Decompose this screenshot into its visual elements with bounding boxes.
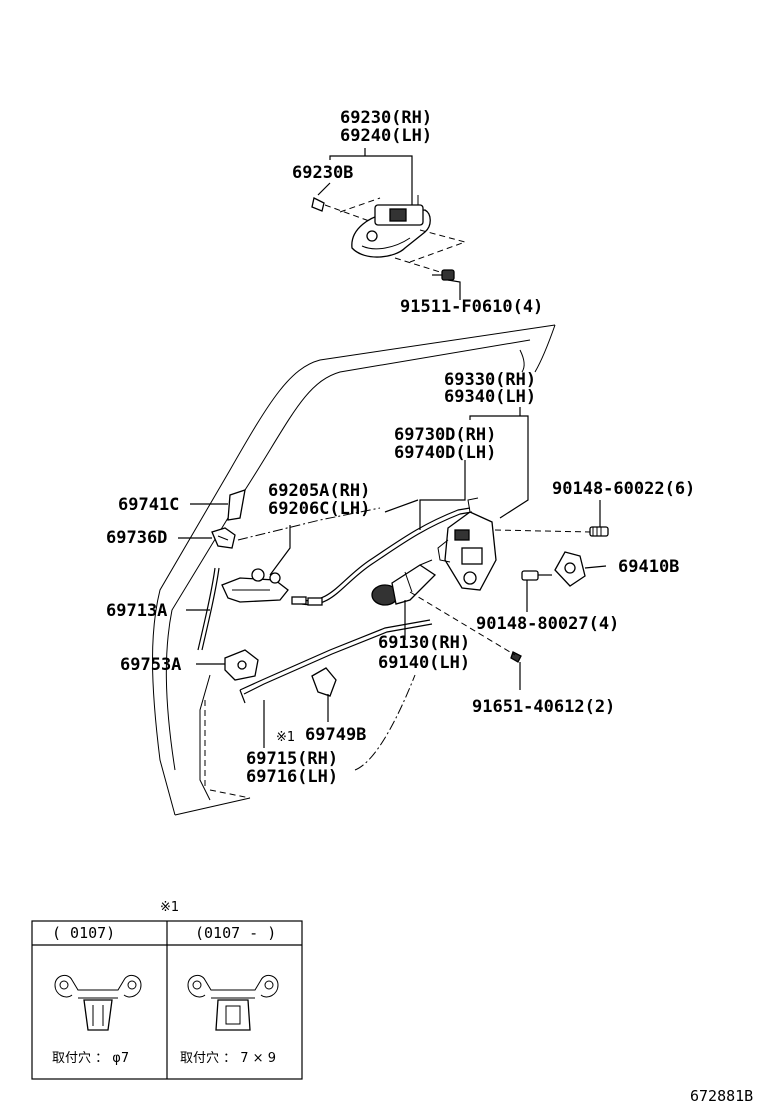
- label-rod-69713a: 69713A: [106, 601, 167, 621]
- label-note-mark: ※1: [276, 730, 295, 745]
- door-lock-assembly: [437, 497, 497, 591]
- clip-type-early: [54, 974, 142, 1031]
- rod-69715: [239, 619, 433, 704]
- label-inner-handle-rh: 69205A(RH): [268, 481, 370, 501]
- label-screw-cylinder: 91651-40612(2): [472, 697, 615, 717]
- label-clip-69753a: 69753A: [120, 655, 181, 675]
- handle-bolt: [432, 269, 455, 281]
- lock-screw: [589, 526, 609, 537]
- inner-handle-cable: [291, 507, 473, 606]
- label-cable-lh: 69740D(LH): [394, 443, 496, 463]
- label-inner-handle-lh: 69206C(LH): [268, 499, 370, 519]
- handle-cap: [311, 197, 325, 212]
- lock-dashed-guide: [494, 529, 591, 533]
- clip-69741c: [227, 489, 246, 521]
- label-rod-lh: 69716(LH): [246, 767, 338, 787]
- detail-left-caption: 取付穴 ： φ7: [52, 1051, 129, 1066]
- label-bolt-handle: 91511-F0610(4): [400, 297, 543, 317]
- clip-69736d: [211, 527, 236, 549]
- label-lock-lh: 69340(LH): [444, 387, 536, 407]
- label-handle-outer-rh: 69230(RH): [340, 108, 432, 128]
- clip-type-late: [187, 974, 279, 1031]
- label-lock-rh: 69330(RH): [444, 370, 536, 390]
- outer-handle-dashed-guides: [324, 197, 467, 273]
- detail-left-header: ( 0107): [52, 924, 115, 942]
- label-handle-outer-lh: 69240(LH): [340, 126, 432, 146]
- detail-note-mark: ※1: [160, 900, 179, 915]
- striker-screw: [521, 570, 552, 581]
- detail-box: ※1 ( 0107) (0107 - ) 取付穴 ： φ7: [31, 900, 303, 1080]
- lock-cylinder: [371, 559, 437, 606]
- rod-69713a: [197, 567, 220, 651]
- detail-right-caption: 取付穴 ： 7 × 9: [180, 1051, 276, 1066]
- outer-handle: [351, 195, 431, 258]
- clip-69753a: [224, 649, 259, 681]
- label-screw-striker: 90148-80027(4): [476, 614, 619, 634]
- inner-handle: [221, 568, 289, 603]
- cylinder-dashed-guide: [409, 591, 516, 656]
- label-cable-rh: 69730D(RH): [394, 425, 496, 445]
- leader-lines: [178, 148, 607, 771]
- label-cylinder-rh: 69130(RH): [378, 633, 470, 653]
- label-handle-cap: 69230B: [292, 163, 353, 183]
- label-clip-69741c: 69741C: [118, 495, 179, 515]
- door-frame-outline: [152, 324, 556, 816]
- label-rod-rh: 69715(RH): [246, 749, 338, 769]
- striker-plate: [554, 551, 586, 587]
- label-clip-69736d: 69736D: [106, 528, 167, 548]
- label-cylinder-lh: 69140(LH): [378, 653, 470, 673]
- label-striker: 69410B: [618, 557, 679, 577]
- detail-right-header: (0107 - ): [195, 924, 276, 942]
- cylinder-screw: [510, 651, 522, 663]
- figure-code: 672881B: [690, 1087, 753, 1105]
- label-screw-lock: 90148-60022(6): [552, 479, 695, 499]
- label-clip-69749b: 69749B: [305, 725, 366, 745]
- clip-69749b: [311, 667, 337, 697]
